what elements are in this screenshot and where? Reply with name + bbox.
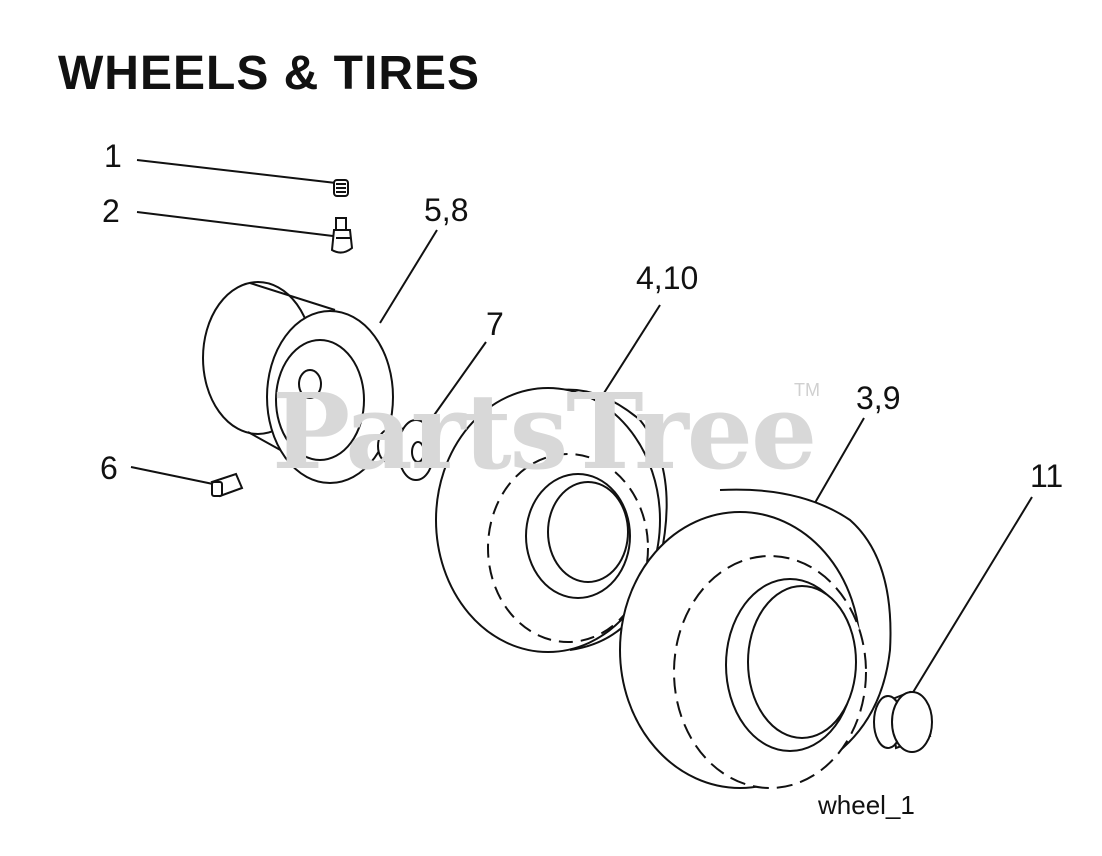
bushing-part [377, 419, 435, 481]
callout-1: 1 [104, 138, 122, 174]
leader-line-6 [130, 466, 214, 485]
callout-11: 11 [1030, 458, 1064, 494]
rear-tire-part [619, 488, 892, 789]
hub-cap-part [873, 690, 933, 753]
leader-line-11 [911, 496, 1033, 695]
leader-line-5-8 [379, 229, 438, 324]
diagram-title: WHEELS & TIRES [58, 47, 481, 100]
callout-4-10: 4,10 [636, 260, 699, 296]
leader-line-1 [136, 159, 337, 184]
leader-line-7 [419, 341, 487, 436]
leader-line-2 [136, 211, 334, 237]
callout-2: 2 [102, 193, 120, 229]
leader-line-4-10 [603, 304, 661, 394]
watermark-trademark: TM [794, 380, 820, 400]
leader-line-3-9 [811, 417, 865, 509]
grease-fitting-part [210, 472, 244, 498]
callout-7: 7 [486, 306, 504, 342]
valve-cap-part [333, 179, 349, 197]
valve-stem-part [330, 217, 354, 254]
callout-3-9: 3,9 [856, 380, 901, 416]
callout-6: 6 [100, 450, 118, 486]
front-tire-part [435, 387, 668, 653]
figure-id: wheel_1 [818, 790, 915, 820]
rim-part [202, 281, 394, 484]
watermark: PartsTree [272, 370, 817, 493]
callout-5-8: 5,8 [424, 192, 469, 228]
